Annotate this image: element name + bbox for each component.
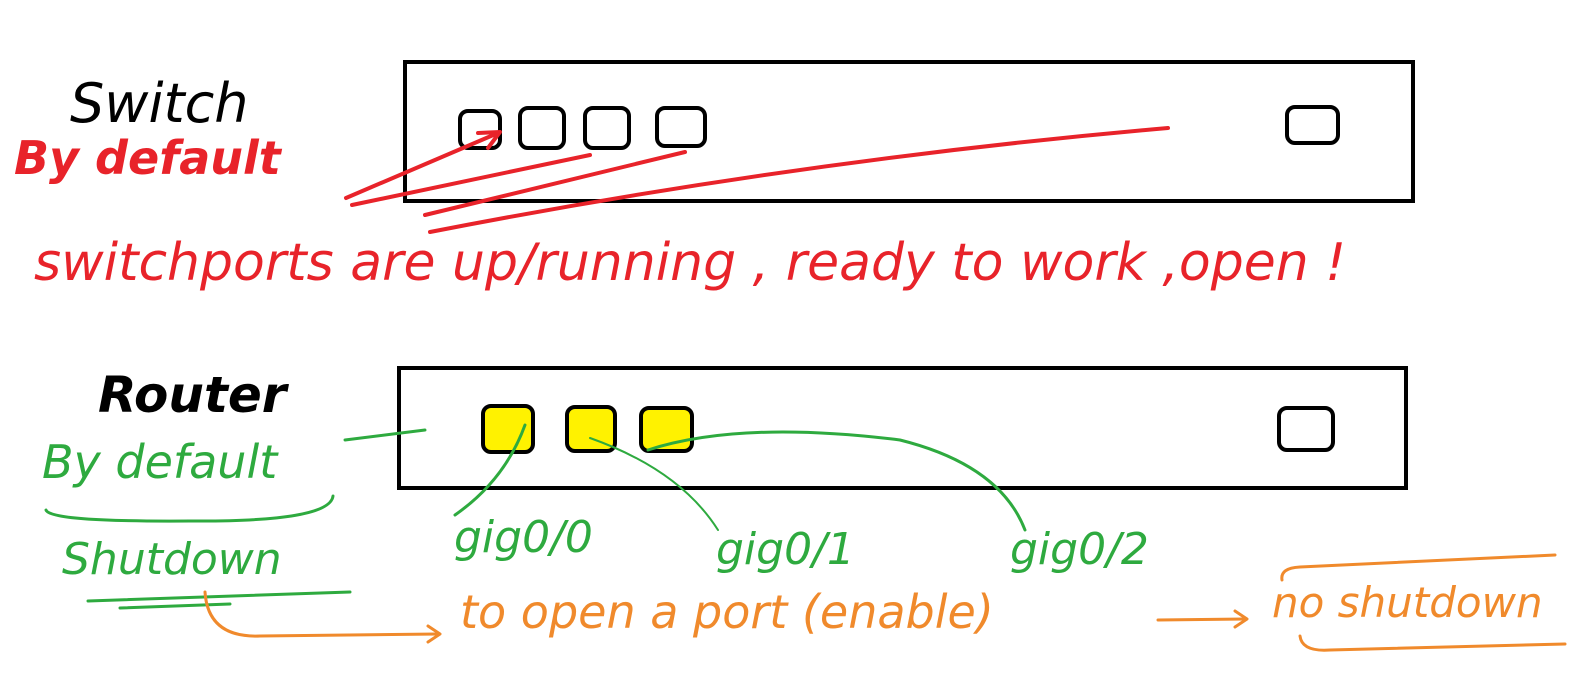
switch-port-4: [655, 106, 707, 148]
switch-section: Switch By default switchports are up/run…: [14, 60, 1415, 293]
switch-title: Switch: [70, 72, 249, 135]
leader-line-gig0-0: [453, 423, 527, 517]
router-chassis: [397, 366, 1408, 490]
router-state-underline-1: [86, 590, 352, 603]
router-port-labels: gig0/0 gig0/1 gig0/2: [453, 423, 1149, 575]
switch-port-2: [518, 106, 566, 150]
pointer-arrowhead: [476, 130, 502, 150]
instruction-arrow-to-command: [1156, 617, 1247, 622]
command-bracket-bottom: [1298, 634, 1567, 652]
router-state-label: Shutdown: [62, 534, 282, 585]
switch-port-1: [458, 109, 502, 150]
leader-line-gig0-1: [589, 437, 719, 531]
router-title: Router: [98, 366, 290, 424]
command-bracket-top: [1280, 553, 1557, 582]
switch-port-5: [1285, 105, 1340, 145]
router-by-default-pointer: [343, 428, 427, 442]
switch-by-default-label: By default: [14, 131, 283, 185]
pointer-line-port-3: [423, 150, 687, 217]
router-section: Router By default Shutdown gig0/0 gig0/1…: [42, 366, 1567, 652]
router-port-gig0-0: [481, 404, 535, 454]
instruction-arrowhead-2: [1233, 609, 1249, 629]
switch-note: switchports are up/running , ready to wo…: [34, 233, 1346, 293]
port-label-gig0-0: gig0/0: [454, 512, 593, 563]
pointer-line-port-2: [350, 153, 592, 207]
enable-instruction: to open a port (enable) no shutdown: [203, 553, 1567, 652]
pointer-line-port-5: [428, 126, 1170, 234]
instruction-arrow-from-shutdown: [203, 590, 440, 638]
router-port-gig0-1: [565, 405, 617, 453]
switch-pointer-lines: [344, 126, 1170, 234]
switch-chassis: [403, 60, 1415, 203]
router-state-underline-2: [118, 602, 232, 610]
router-port-spare: [1277, 406, 1335, 452]
instruction-arrowhead-1: [426, 624, 442, 644]
instruction-text: to open a port (enable): [460, 585, 994, 639]
instruction-command: no shutdown: [1272, 578, 1543, 627]
switch-port-3: [583, 106, 631, 150]
pointer-line-port-1: [344, 131, 500, 200]
leader-line-gig0-2: [646, 430, 1027, 532]
port-label-gig0-1: gig0/1: [716, 524, 855, 575]
router-by-default-label: By default: [42, 435, 279, 489]
port-label-gig0-2: gig0/2: [1010, 524, 1149, 575]
router-by-default-bracket: [44, 494, 335, 523]
